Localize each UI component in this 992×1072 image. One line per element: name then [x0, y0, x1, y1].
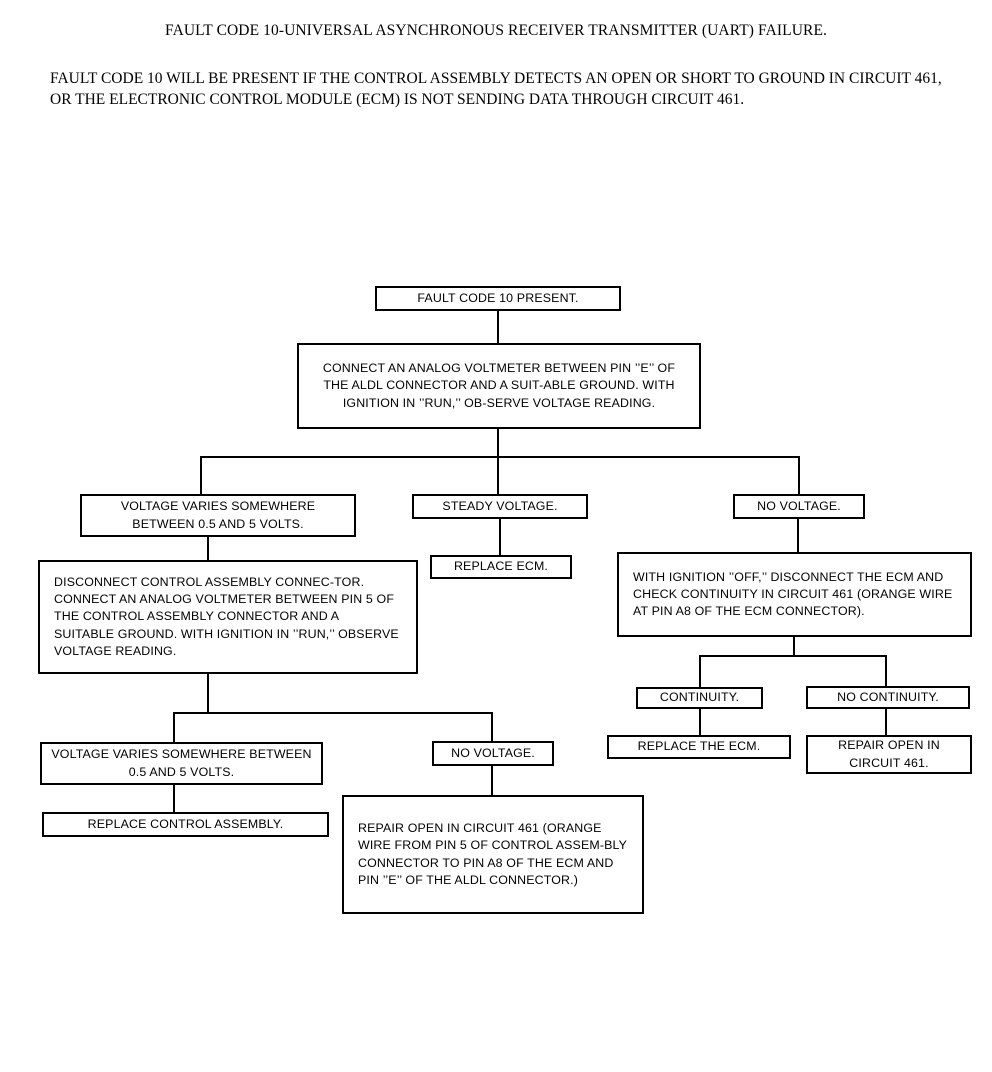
node-no-voltage-2-label: NO VOLTAGE.	[451, 745, 535, 760]
connector-bus-continuity	[699, 655, 887, 657]
node-connect-voltmeter-aldl: CONNECT AN ANALOG VOLTMETER BETWEEN PIN …	[297, 343, 701, 429]
connector-novoltage1-to-ignitionoff	[797, 518, 799, 552]
connector-disconnect-to-bus	[207, 673, 209, 713]
node-repair-open-circuit-461-detailed: REPAIR OPEN IN CIRCUIT 461 (ORANGE WIRE …	[342, 795, 644, 914]
node-replace-control-assembly-label: REPLACE CONTROL ASSEMBLY.	[87, 816, 284, 831]
node-continuity-label: CONTINUITY.	[659, 690, 740, 705]
node-steady-voltage: STEADY VOLTAGE.	[412, 494, 588, 519]
node-no-continuity-label: NO CONTINUITY.	[837, 689, 939, 704]
node-ignition-off-continuity-label: WITH IGNITION ’’OFF,’’ DISCONNECT THE EC…	[633, 569, 953, 619]
node-voltage-varies-1: VOLTAGE VARIES SOMEWHERE BETWEEN 0.5 AND…	[80, 494, 356, 537]
connector-bus-continuity-left-drop	[699, 655, 701, 688]
connector-steady-to-replace-ecm	[499, 518, 501, 555]
connector-bus-right-drop	[798, 456, 800, 494]
node-connect-voltmeter-aldl-label: CONNECT AN ANALOG VOLTMETER BETWEEN PIN …	[322, 361, 676, 410]
connector-bus2-left-drop	[173, 712, 175, 742]
node-repair-open-circuit-461-label: REPAIR OPEN IN CIRCUIT 461.	[838, 738, 940, 770]
node-no-voltage-1: NO VOLTAGE.	[733, 494, 865, 519]
node-no-voltage-2: NO VOLTAGE.	[432, 741, 554, 766]
intro-paragraph: FAULT CODE 10 WILL BE PRESENT IF THE CON…	[50, 70, 942, 108]
node-voltage-varies-2: VOLTAGE VARIES SOMEWHERE BETWEEN 0.5 AND…	[40, 742, 323, 785]
node-no-continuity: NO CONTINUITY.	[806, 686, 970, 709]
page-title: FAULT CODE 10-UNIVERSAL ASYNCHRONOUS REC…	[165, 22, 827, 39]
node-repair-open-circuit-461: REPAIR OPEN IN CIRCUIT 461.	[806, 735, 972, 774]
node-voltage-varies-1-label: VOLTAGE VARIES SOMEWHERE BETWEEN 0.5 AND…	[120, 499, 316, 531]
connector-continuity-to-replace-ecm	[699, 708, 701, 736]
node-voltage-varies-2-label: VOLTAGE VARIES SOMEWHERE BETWEEN 0.5 AND…	[51, 747, 312, 779]
connector-bus-level-2	[173, 712, 493, 714]
node-replace-control-assembly: REPLACE CONTROL ASSEMBLY.	[42, 812, 329, 837]
connector-bus-left-drop	[200, 456, 202, 494]
connector-varies1-to-disconnect	[207, 536, 209, 560]
node-replace-the-ecm-label: REPLACE THE ECM.	[637, 739, 761, 754]
node-start: FAULT CODE 10 PRESENT.	[375, 286, 621, 311]
connector-start-to-voltmeter	[497, 310, 499, 344]
connector-bus-level-1	[200, 456, 800, 458]
connector-novoltage2-to-repair-long	[491, 765, 493, 795]
node-continuity: CONTINUITY.	[636, 687, 763, 709]
node-replace-the-ecm: REPLACE THE ECM.	[607, 735, 791, 759]
node-replace-ecm: REPLACE ECM.	[430, 555, 572, 579]
connector-voltmeter-to-bus	[497, 428, 499, 496]
connector-bus2-right-drop	[491, 712, 493, 741]
node-repair-open-circuit-461-detailed-label: REPAIR OPEN IN CIRCUIT 461 (ORANGE WIRE …	[358, 821, 627, 887]
node-ignition-off-continuity: WITH IGNITION ’’OFF,’’ DISCONNECT THE EC…	[617, 552, 972, 637]
connector-nocontinuity-to-repair	[885, 708, 887, 735]
node-no-voltage-1-label: NO VOLTAGE.	[757, 498, 841, 513]
node-disconnect-control-assembly: DISCONNECT CONTROL ASSEMBLY CONNEC-TOR. …	[38, 560, 418, 674]
node-start-label: FAULT CODE 10 PRESENT.	[417, 290, 579, 305]
connector-varies2-to-replace-control	[173, 785, 175, 812]
node-replace-ecm-label: REPLACE ECM.	[453, 559, 549, 574]
node-steady-voltage-label: STEADY VOLTAGE.	[442, 498, 558, 513]
connector-bus-continuity-right-drop	[885, 655, 887, 686]
connector-ignitionoff-to-bus	[793, 636, 795, 656]
node-disconnect-control-assembly-label: DISCONNECT CONTROL ASSEMBLY CONNEC-TOR. …	[54, 574, 399, 658]
